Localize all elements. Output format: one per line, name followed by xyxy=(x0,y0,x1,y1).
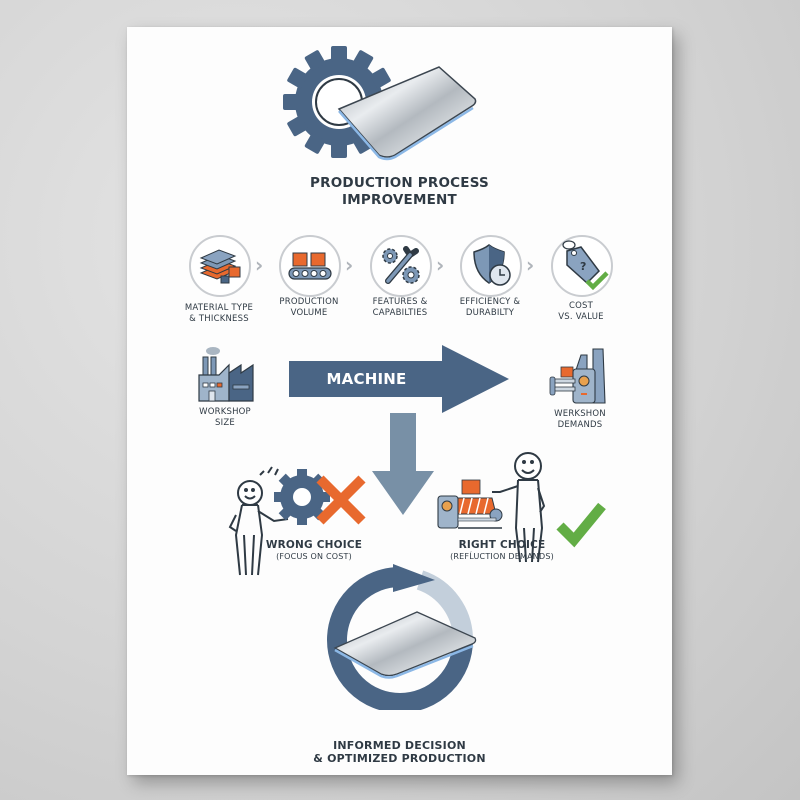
factor-label-volume: PRODUCTION VOLUME xyxy=(259,297,359,319)
industrial-machine-icon xyxy=(549,348,606,404)
label-line: WERKSHON xyxy=(554,409,606,419)
factor-label-line: COST xyxy=(568,301,593,311)
factor-label-line: DURABILTY xyxy=(465,308,515,318)
chevron-right-icon: › xyxy=(345,253,354,277)
factor-circle-features xyxy=(370,235,432,297)
wrong-choice-figure-icon xyxy=(228,466,366,576)
cycle-sheet-icon xyxy=(327,564,477,710)
title-line-1: PRODUCTION PROCESS xyxy=(310,175,489,191)
factor-label-line: CAPABILTIES xyxy=(372,308,428,318)
factor-label-line: MATERIAL TYPE xyxy=(184,303,254,313)
factory-icon xyxy=(198,347,254,402)
factor-circle-volume xyxy=(279,235,341,297)
footer-caption: INFORMED DECISION & OPTIMIZED PRODUCTION xyxy=(127,739,672,765)
factor-label-line: FEATURES & xyxy=(372,297,428,307)
title-line-2: IMPROVEMENT xyxy=(342,192,457,208)
shield-clock-icon xyxy=(473,244,511,286)
factor-circle-cost: ? xyxy=(551,235,613,297)
factor-label-line: PRODUCTION xyxy=(279,297,339,307)
tools-gears-icon xyxy=(382,246,420,284)
chevron-right-icon: › xyxy=(526,253,535,277)
machine-arrow-icon xyxy=(289,345,509,413)
machine-label: MACHINE xyxy=(326,370,407,388)
factor-circle-material xyxy=(189,235,251,297)
wrong-choice-subtitle: (FOCUS ON COST) xyxy=(276,552,352,561)
factor-label-line: VOLUME xyxy=(290,308,328,318)
factor-label-cost: COST VS. VALUE xyxy=(531,301,631,323)
right-choice-title: RIGHT CHOICE xyxy=(458,539,546,551)
gear-sheet-hero-icon xyxy=(283,46,477,161)
footer-line-1: INFORMED DECISION xyxy=(333,739,466,752)
right-choice-figure-icon xyxy=(437,452,606,563)
chevron-right-icon: › xyxy=(436,253,445,277)
poster-title: PRODUCTION PROCESS IMPROVEMENT xyxy=(127,175,672,209)
workshop-demands-label: WERKSHON DEMANDS xyxy=(530,409,630,431)
factor-label-line: & THICKNESS xyxy=(189,314,249,324)
infographic-poster: PRODUCTION PROCESS IMPROVEMENT › › xyxy=(127,27,672,775)
factor-circle-efficiency xyxy=(460,235,522,297)
conveyor-belt-icon xyxy=(288,252,332,280)
price-tag-icon: ? xyxy=(562,240,609,291)
wrong-choice-title: WRONG CHOICE xyxy=(265,539,363,551)
wrong-choice-label: WRONG CHOICE (FOCUS ON COST) xyxy=(249,539,379,562)
chevron-right-icon: › xyxy=(255,253,264,277)
right-choice-subtitle: (REFĹUCTION DEMANDS) xyxy=(450,552,554,561)
stacked-sheets-icon xyxy=(199,249,241,284)
factor-label-line: EFFICIENCY & xyxy=(459,297,521,307)
svg-text:?: ? xyxy=(580,260,586,273)
factor-label-efficiency: EFFICIENCY & DURABILTY xyxy=(440,297,540,319)
right-choice-label: RIGHT CHOICE (REFĹUCTION DEMANDS) xyxy=(427,539,577,562)
factor-label-features: FEATURES & CAPABILTIES xyxy=(350,297,450,319)
factor-label-material: MATERIAL TYPE & THICKNESS xyxy=(169,303,269,325)
label-line: SIZE xyxy=(215,418,235,428)
workshop-size-label: WORKSHOP SIZE xyxy=(175,407,275,429)
label-line: DEMANDS xyxy=(557,420,603,430)
down-arrow-icon xyxy=(372,413,434,515)
footer-line-2: & OPTIMIZED PRODUCTION xyxy=(313,752,486,765)
label-line: WORKSHOP xyxy=(199,407,251,417)
factor-label-line: VS. VALUE xyxy=(558,312,604,322)
